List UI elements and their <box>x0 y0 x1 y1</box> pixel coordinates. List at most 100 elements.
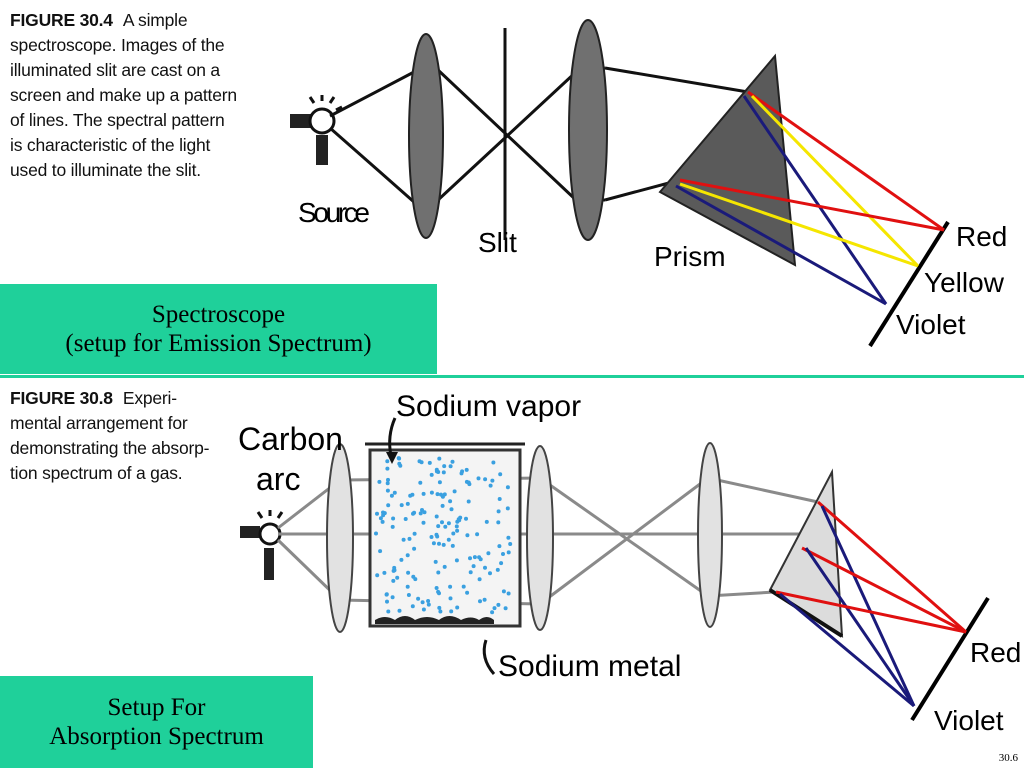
vapor-dot <box>381 510 385 515</box>
lens-2-bottom <box>526 445 554 631</box>
vapor-dot <box>437 456 442 461</box>
vapor-dot <box>449 507 454 512</box>
vapor-dot <box>459 471 464 476</box>
label-red-top: Red <box>956 221 1007 252</box>
vapor-dot <box>461 584 466 589</box>
vapor-dot <box>411 574 416 579</box>
label-violet-bottom: Violet <box>934 705 1004 736</box>
absorption-title-line-2: Absorption Spectrum <box>49 723 264 750</box>
vapor-dot <box>421 520 426 525</box>
label-yellow-top: Yellow <box>924 267 1005 298</box>
vapor-dot <box>505 506 510 511</box>
bottom-figure-graphics <box>240 417 990 722</box>
vapor-dot <box>452 489 457 494</box>
absorption-title-line-1: Setup For <box>107 694 206 721</box>
vapor-dot <box>405 501 410 506</box>
vapor-dot <box>437 480 442 485</box>
vapor-dot <box>506 535 511 540</box>
vapor-dot <box>429 535 434 539</box>
label-arc: arc <box>256 461 300 497</box>
vapor-dot <box>408 493 413 498</box>
vapor-dot <box>385 599 389 604</box>
vapor-dot <box>483 477 488 482</box>
figure-30-8-number: FIGURE 30.8 <box>10 388 113 408</box>
sodium-metal-deposit <box>375 616 494 624</box>
vapor-dot <box>429 490 434 495</box>
top-figure-graphics <box>290 19 950 348</box>
vapor-dot <box>465 590 470 595</box>
vapor-dot <box>503 606 508 611</box>
vapor-dot <box>492 606 497 611</box>
vapor-dot <box>426 602 431 607</box>
vapor-dot <box>405 584 410 589</box>
caption-top-line-1: A simple <box>122 10 188 30</box>
vapor-dot <box>498 472 503 477</box>
vapor-dot <box>443 524 448 529</box>
vapor-dot <box>490 610 495 615</box>
vapor-dot <box>386 503 391 508</box>
vapor-dot <box>471 564 476 569</box>
vapor-dot <box>389 493 394 498</box>
vapor-dot <box>385 459 390 464</box>
vapor-dot <box>431 541 436 546</box>
vapor-dot <box>378 549 383 554</box>
vapor-dot <box>496 509 501 514</box>
vapor-dot <box>501 589 506 594</box>
vapor-dot <box>401 537 406 542</box>
vapor-dot <box>448 499 453 504</box>
vapor-dot <box>426 599 431 603</box>
vapor-dot <box>395 575 400 580</box>
vapor-dot <box>496 602 501 607</box>
vapor-dot <box>421 491 426 496</box>
vapor-dot <box>442 464 447 469</box>
vapor-dot <box>482 597 487 602</box>
vapor-dot <box>386 477 390 482</box>
screen-bottom <box>910 596 990 722</box>
label-red-bottom: Red <box>970 637 1021 668</box>
vapor-dot <box>375 511 379 516</box>
vapor-dot <box>412 510 417 515</box>
vapor-dot <box>437 605 442 610</box>
vapor-dot <box>464 467 469 472</box>
vapor-dot <box>477 577 482 582</box>
vapor-dot <box>375 573 380 578</box>
vapor-dot <box>495 567 500 572</box>
vapor-dot <box>454 524 459 529</box>
vapor-dot <box>465 533 470 538</box>
lens-1-bottom <box>326 443 354 633</box>
emission-title-line-1: Spectroscope <box>151 301 286 328</box>
vapor-dot <box>399 557 404 562</box>
carbon-arc-source <box>240 510 284 580</box>
vapor-dot <box>488 483 493 488</box>
vapor-dot <box>448 464 453 469</box>
vapor-dot <box>477 555 482 560</box>
vapor-dot <box>478 599 482 604</box>
lens-3-bottom <box>697 442 723 628</box>
lens-2-top <box>568 19 608 241</box>
vapor-dot <box>420 600 425 605</box>
caption-top-line-3: illuminated slit are cast on a <box>10 60 220 80</box>
vapor-dot <box>418 511 423 516</box>
vapor-dot <box>450 543 455 548</box>
vapor-dot <box>420 508 424 512</box>
label-source: Source <box>298 197 370 228</box>
caption-top-line-7: used to illuminate the slit. <box>10 160 201 180</box>
label-sodium-metal: Sodium metal <box>498 650 681 683</box>
label-slit: Slit <box>478 227 517 258</box>
vapor-dot <box>505 485 510 490</box>
caption-top-line-5: of lines. The spectral pattern <box>10 110 225 130</box>
vapor-dot <box>377 479 382 484</box>
vapor-dot <box>382 570 387 575</box>
vapor-dot <box>407 536 412 541</box>
vapor-dot <box>466 499 471 504</box>
vapor-dot <box>434 469 439 474</box>
vapor-dot <box>392 565 397 570</box>
vapor-dot <box>451 531 456 536</box>
caption-top-line-2: spectroscope. Images of the <box>10 35 225 55</box>
vapor-dot <box>440 520 444 525</box>
figure-30-4-number: FIGURE 30.4 <box>10 10 113 30</box>
vapor-dot <box>433 559 438 564</box>
vapor-dot <box>438 609 443 614</box>
dispersed-rays-bottom <box>775 500 967 708</box>
